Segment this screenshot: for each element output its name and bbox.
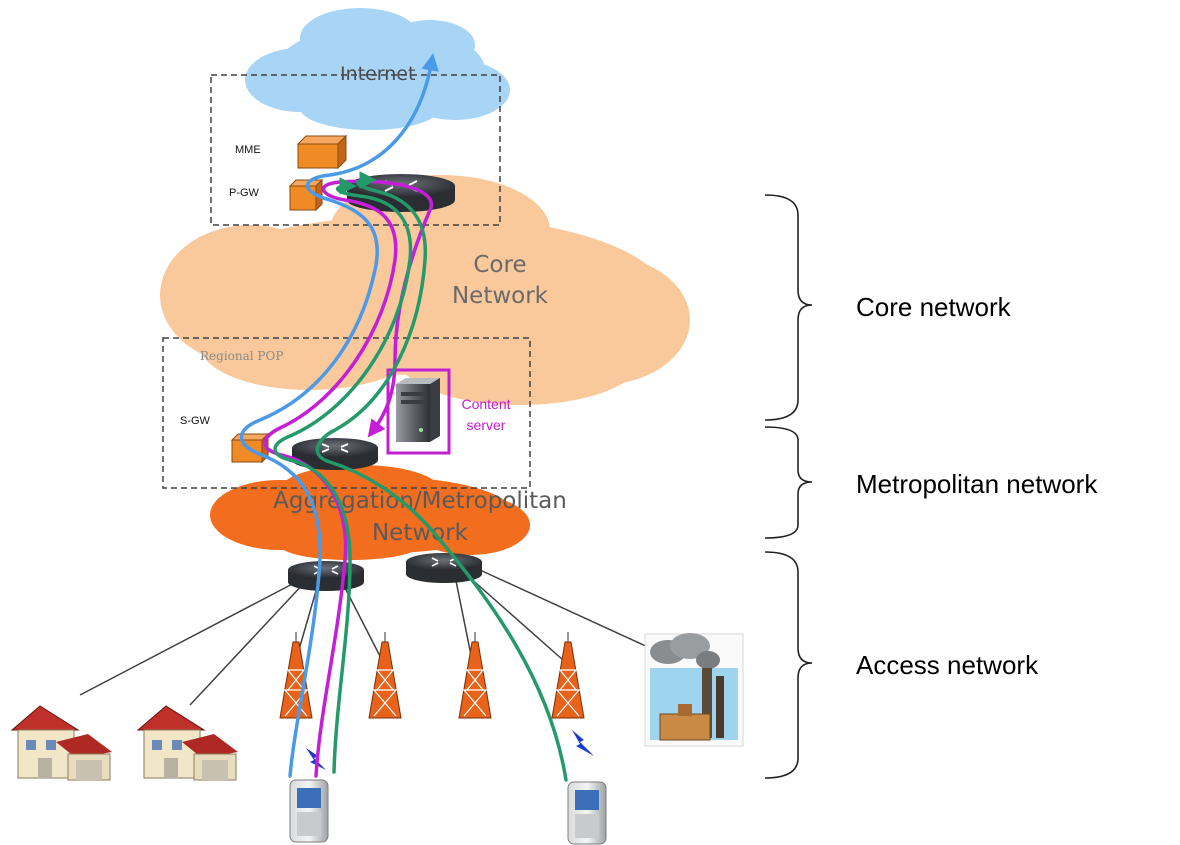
house-icon xyxy=(136,705,238,781)
house-icon xyxy=(10,705,112,781)
mme-box-icon xyxy=(296,134,348,170)
factory-icon xyxy=(644,633,744,747)
core-network-brace-label: Core network xyxy=(856,292,1012,322)
metro-network-label-line2: Network xyxy=(372,520,469,546)
regional-pop-label: Regional POP xyxy=(200,349,283,363)
cell-tower-icon xyxy=(458,632,492,719)
access-router-left-icon xyxy=(288,561,364,591)
brace-access xyxy=(764,551,813,779)
path-green-2 xyxy=(315,171,568,782)
metro-router-icon xyxy=(292,438,378,470)
mobile-phone-icon xyxy=(289,779,329,843)
cell-tower-icon xyxy=(551,632,585,719)
mobile-phone-icon xyxy=(567,781,607,845)
pgw-label: P-GW xyxy=(229,187,260,199)
server-icon xyxy=(396,378,440,442)
internet-label: Internet xyxy=(340,63,415,85)
mme-label: MME xyxy=(235,144,261,156)
cell-tower-icon xyxy=(368,632,402,719)
access-links xyxy=(79,569,651,706)
path-magenta xyxy=(263,179,434,778)
wireless-signal-icon xyxy=(572,730,594,756)
wireless-signal-icon xyxy=(306,748,326,770)
core-network-label-line1: Core xyxy=(473,252,526,278)
traffic-paths xyxy=(239,53,568,782)
core-network-label-line2: Network xyxy=(452,283,549,309)
content-server-label-line1: Content xyxy=(461,396,510,412)
pgw-dashed-box xyxy=(210,74,501,226)
content-server-frame xyxy=(386,368,451,455)
content-server-label-line2: server xyxy=(467,417,506,433)
metro-network-label-line1: Aggregation/Metropolitan xyxy=(273,488,567,514)
metropolitan-network-brace-label: Metropolitan network xyxy=(856,469,1098,499)
sgw-label: S-GW xyxy=(180,415,211,427)
cell-tower-icon xyxy=(279,632,313,719)
access-router-right-icon xyxy=(406,553,482,583)
regional-pop-dashed-box xyxy=(162,337,531,489)
path-blue xyxy=(239,53,439,778)
brace-metro xyxy=(764,426,813,539)
access-network-brace-label: Access network xyxy=(856,650,1039,680)
brace-core xyxy=(764,194,813,421)
path-green-1 xyxy=(273,177,413,774)
